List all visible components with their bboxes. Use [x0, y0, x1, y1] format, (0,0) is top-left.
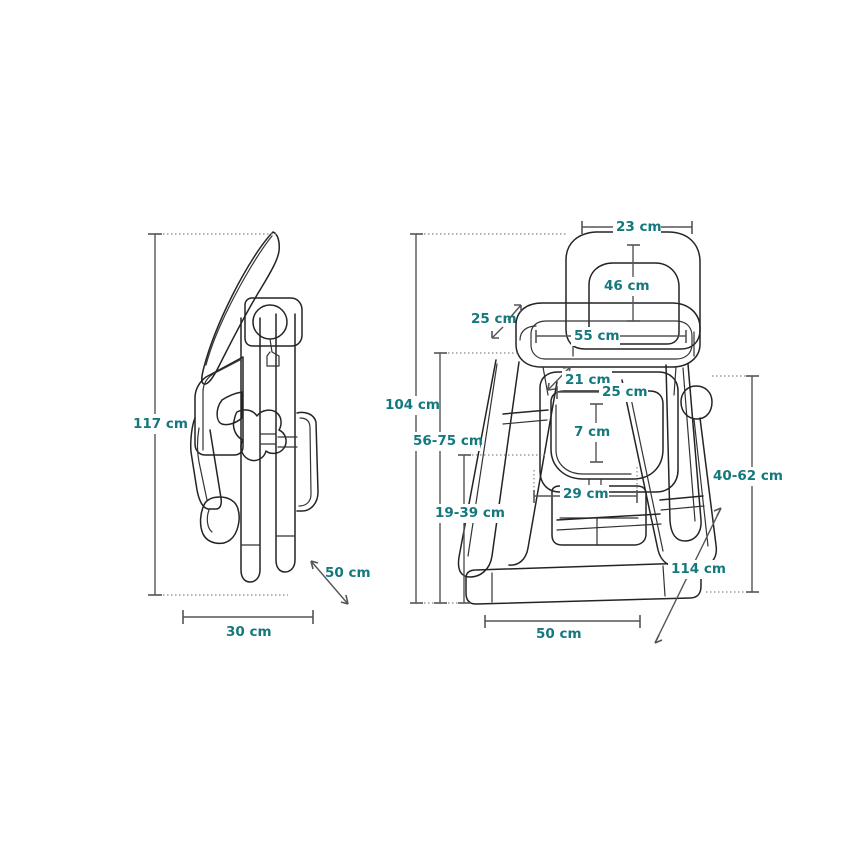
dim-label-tray-width: 55 cm [574, 328, 620, 344]
dim-label-height-folded: 117 cm [133, 416, 188, 432]
dim-rear-height-range: 40-62 cm [706, 375, 783, 593]
dim-label-seat-width: 25 cm [602, 384, 648, 400]
dim-label-rear-height-range: 40-62 cm [713, 468, 783, 484]
dim-label-tray-height-range: 56-75 cm [413, 433, 483, 449]
dim-base-depth: 114 cm [654, 507, 726, 644]
dim-seat-width: 25 cm [556, 383, 648, 402]
dim-label-backrest-width: 23 cm [616, 219, 662, 235]
dim-backrest-width: 23 cm [581, 218, 693, 237]
dim-width-folded: 30 cm [182, 610, 314, 642]
dim-seat-height-range: 19-39 cm [432, 454, 545, 604]
dim-label-seat-height-range: 19-39 cm [435, 505, 505, 521]
front-view: 23 cm 46 cm 25 cm [382, 218, 783, 644]
dim-tray-height-range: 56-75 cm [410, 352, 519, 604]
folded-chair-outline [190, 231, 319, 583]
dim-footrest-width: 29 cm [533, 467, 638, 504]
dim-label-seat-rim-height: 7 cm [574, 424, 610, 440]
dim-label-base-width: 50 cm [536, 626, 582, 642]
open-chair-outline [457, 231, 718, 605]
dim-label-base-depth: 114 cm [671, 561, 726, 577]
dim-base-width: 50 cm [484, 615, 641, 644]
dim-seat-rim-height: 7 cm [571, 403, 613, 463]
dim-label-tray-depth: 25 cm [471, 311, 517, 327]
dim-label-width-folded: 30 cm [226, 624, 272, 640]
dim-label-total-height: 104 cm [385, 397, 440, 413]
dim-label-backrest-height: 46 cm [604, 278, 650, 294]
dim-depth-folded: 50 cm [310, 560, 371, 605]
dim-tray-width: 55 cm [535, 327, 687, 346]
dim-backrest-height: 46 cm [601, 244, 650, 322]
folded-side-view: 117 cm 30 cm 50 cm [128, 231, 371, 642]
dim-tray-depth: 25 cm [471, 304, 522, 339]
dim-total-height: 104 cm [382, 233, 566, 604]
dim-height-folded: 117 cm [128, 233, 288, 596]
dim-label-depth-folded: 50 cm [325, 565, 371, 581]
dim-label-footrest-width: 29 cm [563, 486, 609, 502]
